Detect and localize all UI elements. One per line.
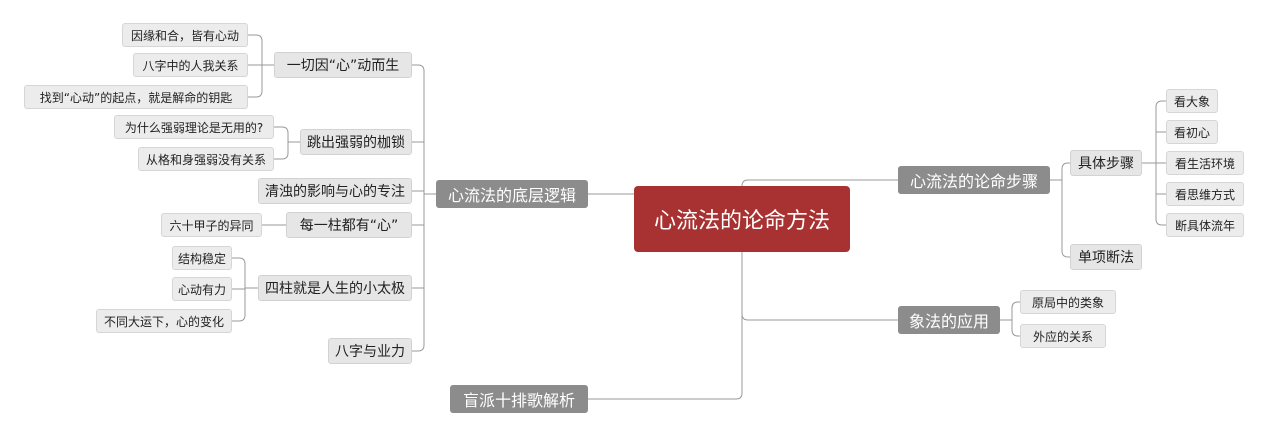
topic-blind-school-songs[interactable]: 盲派十排歌解析 [450, 385, 588, 413]
leaf-pattern-strength[interactable]: 从格和身强弱没有关系 [138, 147, 274, 171]
leaf-strong-heart[interactable]: 心动有力 [172, 277, 232, 301]
subtopic-break-strength[interactable]: 跳出强弱的枷锁 [300, 129, 412, 155]
leaf-why-useless[interactable]: 为什么强弱理论是无用的? [114, 115, 274, 139]
leaf-natal-imagery[interactable]: 原局中的类象 [1020, 290, 1116, 314]
leaf-living-environment[interactable]: 看生活环境 [1166, 151, 1244, 175]
bracket-heart-leaves [248, 34, 263, 98]
subtopic-every-pillar[interactable]: 每一柱都有“心” [286, 212, 412, 238]
bracket-strength-leaves [274, 126, 289, 160]
topic-reading-steps[interactable]: 心流法的论命步骤 [898, 166, 1050, 194]
bracket-specific-leaves [1155, 100, 1166, 226]
leaf-karma-union[interactable]: 因缘和合，皆有心动 [122, 23, 248, 47]
topic-imagery-application[interactable]: 象法的应用 [898, 306, 1000, 334]
leaf-thinking-style[interactable]: 看思维方式 [1166, 182, 1244, 206]
subtopic-specific-steps[interactable]: 具体步骤 [1070, 150, 1142, 176]
leaf-find-start-point[interactable]: 找到“心动”的起点，就是解命的钥匙 [24, 85, 248, 109]
subtopic-single-item[interactable]: 单项断法 [1070, 244, 1142, 270]
line-center-blind [588, 252, 743, 400]
subtopic-bazi-karma[interactable]: 八字与业力 [328, 338, 412, 364]
leaf-heart-change[interactable]: 不同大运下，心的变化 [96, 309, 232, 333]
topic-underlying-logic[interactable]: 心流法的底层逻辑 [436, 180, 588, 208]
leaf-self-other-relation[interactable]: 八字中的人我关系 [133, 53, 248, 77]
leaf-stable-structure[interactable]: 结构稳定 [172, 246, 232, 270]
line-center-imagery [741, 252, 898, 321]
bracket-logic-subs [412, 64, 425, 352]
bracket-steps-subs [1061, 162, 1070, 258]
bracket-imagery-leaves [1011, 301, 1020, 337]
leaf-original-heart[interactable]: 看初心 [1166, 120, 1218, 144]
leaf-external-response[interactable]: 外应的关系 [1020, 324, 1106, 348]
leaf-sixty-jiazi[interactable]: 六十甲子的异同 [161, 213, 262, 237]
subtopic-clarity-focus[interactable]: 清浊的影响与心的专注 [258, 178, 412, 204]
subtopic-four-pillars-taiji[interactable]: 四柱就是人生的小太极 [258, 275, 412, 301]
bracket-taiji-leaves [232, 257, 246, 322]
subtopic-heart-moves[interactable]: 一切因“心”动而生 [274, 52, 412, 78]
central-topic[interactable]: 心流法的论命方法 [634, 186, 850, 252]
leaf-big-picture[interactable]: 看大象 [1166, 89, 1218, 113]
leaf-annual-fortune[interactable]: 断具体流年 [1166, 213, 1244, 237]
